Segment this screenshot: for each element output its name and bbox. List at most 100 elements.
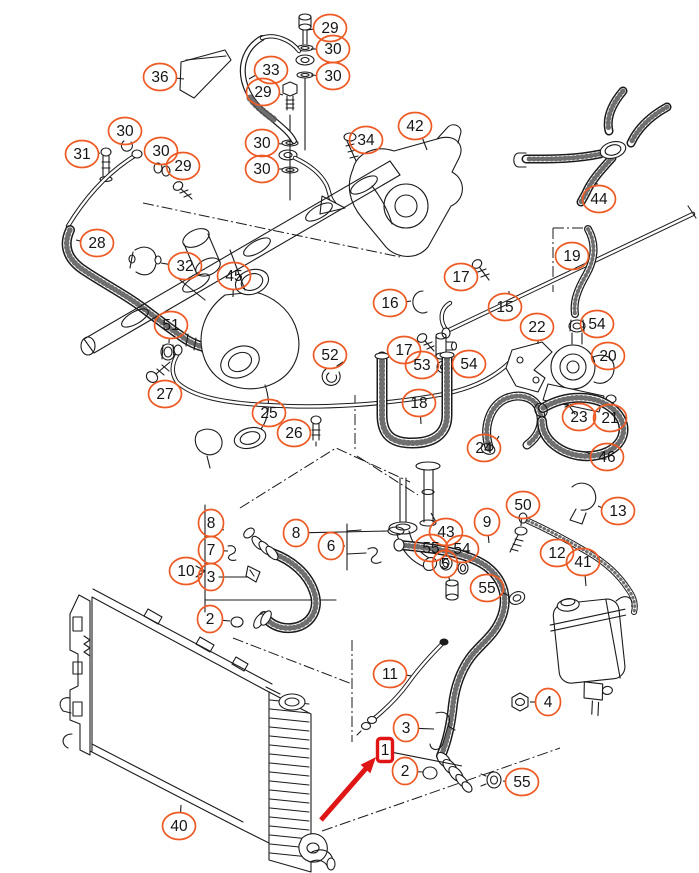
callout-24[interactable]: 24: [466, 433, 502, 463]
callout-number: 17: [395, 342, 412, 359]
hose-18-drawing: [374, 351, 455, 449]
callout-number: 55: [513, 774, 530, 791]
callout-4[interactable]: 4: [530, 687, 562, 717]
callout-29[interactable]: 29: [245, 77, 284, 107]
callout-number: 3: [402, 720, 411, 737]
callout-54[interactable]: 54: [444, 534, 480, 564]
highlighted-callout-1[interactable]: 1: [375, 736, 463, 767]
callout-number: 26: [285, 425, 302, 442]
callout-32[interactable]: 32: [160, 251, 203, 281]
callout-30[interactable]: 30: [143, 136, 179, 166]
callout-50[interactable]: 50: [505, 490, 541, 527]
callout-10[interactable]: 10: [168, 556, 204, 586]
top-left-pipe-and-fasteners-drawing: [65, 49, 232, 229]
callout-42[interactable]: 42: [397, 111, 433, 151]
callout-7[interactable]: 7: [197, 535, 229, 565]
callout-6[interactable]: 6: [317, 531, 346, 561]
callout-5[interactable]: 5: [431, 549, 459, 582]
callout-33[interactable]: 33: [248, 55, 289, 85]
callout-number: 10: [177, 563, 195, 580]
callout-31[interactable]: 31: [64, 139, 101, 169]
callout-number: 21: [601, 410, 618, 427]
callout-number: 41: [574, 554, 591, 571]
callout-8[interactable]: 8: [282, 518, 389, 548]
callout-30[interactable]: 30: [244, 154, 284, 184]
callout-number: 30: [152, 143, 170, 160]
radiator-40-drawing: [59, 588, 336, 873]
callout-number: 29: [254, 84, 271, 101]
callout-29[interactable]: 29: [306, 13, 348, 43]
callout-55[interactable]: 55: [469, 573, 510, 603]
callout-number: 30: [324, 41, 342, 58]
callout-29[interactable]: 29: [165, 151, 201, 181]
callout-number: 34: [357, 132, 375, 149]
callout-number: 24: [475, 440, 493, 457]
callout-40[interactable]: 40: [161, 804, 197, 841]
callout-number: 17: [452, 269, 469, 286]
callout-9[interactable]: 9: [473, 507, 501, 544]
callout-55[interactable]: 55: [413, 533, 449, 563]
callout-54[interactable]: 54: [579, 309, 615, 339]
callout-23[interactable]: 23: [561, 402, 597, 432]
callout-44[interactable]: 44: [581, 182, 617, 214]
callout-number: 40: [170, 818, 188, 835]
callout-number: 30: [116, 123, 134, 140]
callout-30[interactable]: 30: [244, 128, 284, 158]
callout-28[interactable]: 28: [75, 228, 115, 258]
callout-13[interactable]: 13: [597, 496, 636, 526]
callout-2[interactable]: 2: [391, 756, 424, 786]
callout-30[interactable]: 30: [311, 34, 351, 64]
callout-18[interactable]: 18: [401, 388, 437, 425]
callout-number: 5: [441, 556, 450, 573]
callout-12[interactable]: 12: [539, 538, 575, 568]
callout-53[interactable]: 53: [404, 350, 440, 380]
callout-number: 4: [544, 694, 553, 711]
selection-arrow: [319, 757, 376, 822]
callout-8[interactable]: 8: [197, 508, 225, 538]
callout-number: 55: [422, 540, 439, 557]
callout-number: 30: [253, 135, 271, 152]
callout-11[interactable]: 11: [372, 659, 413, 689]
callout-41[interactable]: 41: [565, 547, 601, 587]
callout-20[interactable]: 20: [590, 341, 626, 371]
callout-30[interactable]: 30: [310, 61, 351, 91]
callout-17[interactable]: 17: [443, 262, 479, 292]
callout-2[interactable]: 2: [196, 604, 231, 634]
callout-number: 15: [496, 299, 513, 316]
callout-number: 6: [327, 538, 336, 555]
callout-16[interactable]: 16: [372, 288, 412, 318]
callout-number: 51: [162, 317, 179, 334]
callout-number: 50: [514, 497, 532, 514]
callout-45[interactable]: 45: [216, 261, 252, 298]
callout-46[interactable]: 46: [584, 442, 625, 472]
callout-21[interactable]: 21: [592, 403, 628, 433]
callout-55[interactable]: 55: [502, 767, 540, 797]
callout-25[interactable]: 25: [251, 398, 287, 428]
callout-number: 54: [588, 316, 606, 333]
callout-number: 19: [563, 248, 580, 265]
callout-15[interactable]: 15: [487, 290, 523, 322]
callout-number: 2: [206, 611, 215, 628]
callout-number: 53: [413, 357, 430, 374]
callout-52[interactable]: 52: [312, 340, 348, 370]
callout-34[interactable]: 34: [348, 125, 384, 155]
callout-26[interactable]: 26: [276, 418, 312, 448]
callout-17[interactable]: 17: [386, 335, 422, 365]
callout-27[interactable]: 27: [147, 379, 183, 409]
callout-number: 54: [453, 541, 471, 558]
callout-51[interactable]: 51: [153, 310, 189, 344]
callout-3[interactable]: 3: [197, 562, 247, 592]
callout-number: 11: [382, 666, 398, 683]
callout-30[interactable]: 30: [107, 116, 143, 146]
callout-number: 20: [599, 348, 617, 365]
callout-3[interactable]: 3: [392, 713, 435, 743]
callout-number: 16: [381, 295, 398, 312]
callout-number: 30: [253, 161, 271, 178]
callout-54[interactable]: 54: [451, 349, 487, 379]
callout-22[interactable]: 22: [519, 312, 555, 345]
callout-number: 52: [321, 347, 338, 364]
callout-36[interactable]: 36: [142, 62, 185, 92]
callout-19[interactable]: 19: [554, 241, 590, 271]
